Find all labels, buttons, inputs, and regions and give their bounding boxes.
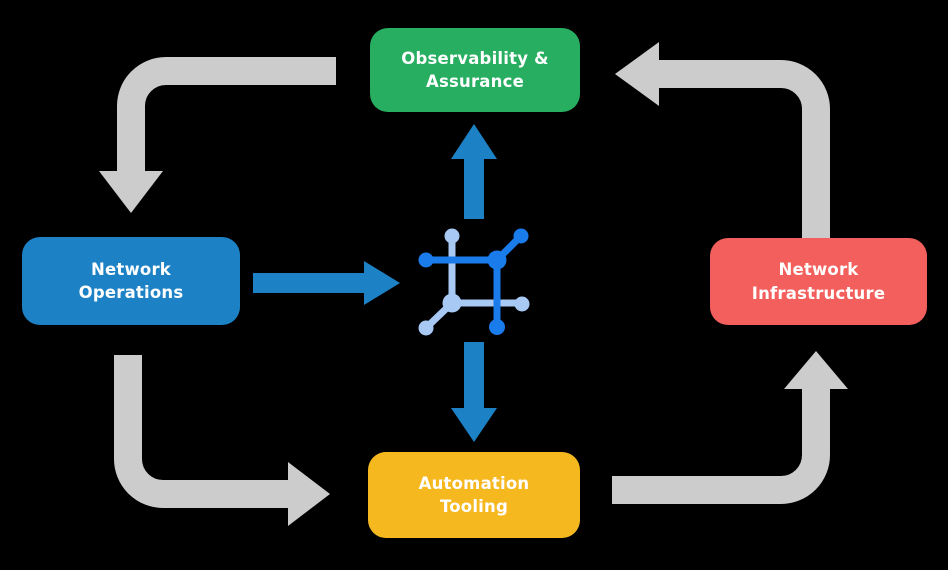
arrow-operations-to-automation	[114, 355, 330, 526]
node-label-line: Tooling	[439, 497, 508, 516]
node-label-line: Observability &	[401, 48, 549, 68]
arrow-operations-to-center	[253, 261, 400, 305]
node-label-line: Automation	[418, 473, 530, 493]
arrow-infrastructure-to-observability	[615, 42, 830, 238]
node-network-operations: Network Operations	[22, 237, 240, 325]
arrow-automation-to-infrastructure	[612, 351, 848, 504]
arrowhead-up-icon	[784, 351, 848, 389]
arrowhead-down-icon	[451, 408, 497, 442]
node-label-line: Assurance	[426, 72, 524, 91]
arrowhead-down-icon	[99, 171, 163, 213]
arrow-observability-to-operations	[99, 57, 336, 213]
node-network-infrastructure: Network Infrastructure	[710, 238, 927, 325]
node-label-line: Network	[91, 259, 171, 279]
arrow-center-to-automation	[451, 342, 497, 442]
node-automation-tooling: Automation Tooling	[368, 452, 580, 538]
arrowhead-right-icon	[288, 462, 330, 526]
node-label-line: Operations	[78, 283, 184, 302]
node-label-line: Infrastructure	[751, 283, 886, 303]
arrow-center-to-observability	[451, 124, 497, 219]
network-mesh-icon	[418, 228, 530, 336]
arrowhead-up-icon	[451, 124, 497, 159]
arrowhead-left-icon	[615, 42, 659, 106]
node-observability-assurance: Observability & Assurance	[370, 28, 580, 112]
node-label-line: Network	[778, 260, 859, 280]
arrowhead-right-icon	[364, 261, 400, 305]
